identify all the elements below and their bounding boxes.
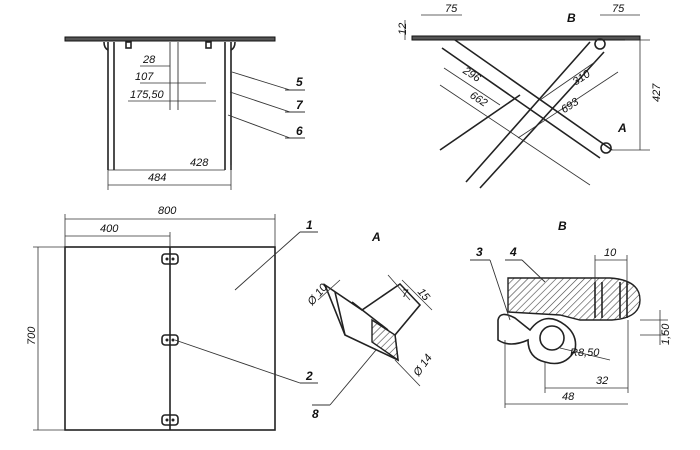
dim-28: 28 xyxy=(142,54,156,66)
part-6: 6 xyxy=(296,124,303,138)
dim-400: 400 xyxy=(100,223,119,235)
dim-7: 7 xyxy=(402,288,409,300)
part-5: 5 xyxy=(296,75,303,89)
dim-175-50: 175,50 xyxy=(130,89,165,101)
dim-700: 700 xyxy=(26,326,38,345)
dim-484: 484 xyxy=(148,172,166,184)
hinge-middle xyxy=(161,334,179,346)
leg-2 xyxy=(465,41,605,189)
dim-310: 310 xyxy=(571,68,594,89)
dim-75-b: 75 xyxy=(612,3,625,15)
detail-b-title: B xyxy=(558,219,567,233)
part-1: 1 xyxy=(306,218,313,232)
dim-800: 800 xyxy=(158,205,177,217)
side-view: 12 75 75 B A 296 662 310 693 427 xyxy=(397,3,663,189)
top-view: 800 400 700 1 2 xyxy=(26,205,318,431)
detail-a: A Ø 10 7 15 Ø 14 8 xyxy=(305,230,435,421)
part-2: 2 xyxy=(305,369,313,383)
part-8: 8 xyxy=(312,407,319,421)
front-view: 28 107 175,50 428 484 5 7 6 xyxy=(64,36,305,190)
dim-427: 427 xyxy=(651,83,663,102)
part-3: 3 xyxy=(476,245,483,259)
marker-B: B xyxy=(567,11,576,25)
dim-32: 32 xyxy=(596,375,608,387)
detail-a-title: A xyxy=(371,230,381,244)
hinge-top xyxy=(161,253,179,265)
part-4: 4 xyxy=(509,245,517,259)
dim-1-50: 1,50 xyxy=(660,323,672,345)
hinge-bottom xyxy=(161,414,179,426)
dim-662: 662 xyxy=(467,89,489,109)
dim-12: 12 xyxy=(397,23,409,35)
dim-428: 428 xyxy=(190,157,209,169)
dim-107: 107 xyxy=(135,71,154,83)
tabletop-side xyxy=(411,35,641,41)
dim-48: 48 xyxy=(562,391,575,403)
detail-b: B 10 1,50 R8,50 32 48 3 4 xyxy=(470,219,672,408)
dim-d14: Ø 14 xyxy=(411,352,435,379)
leg-1 xyxy=(441,39,613,159)
dim-r8-50: R8,50 xyxy=(570,347,600,359)
frame-tube-outer xyxy=(107,42,232,170)
marker-A: A xyxy=(617,121,627,135)
part-7: 7 xyxy=(296,98,304,112)
tabletop-section xyxy=(64,36,276,42)
dim-296: 296 xyxy=(460,64,484,85)
dim-75-a: 75 xyxy=(445,3,458,15)
dim-10-b: 10 xyxy=(604,247,617,259)
